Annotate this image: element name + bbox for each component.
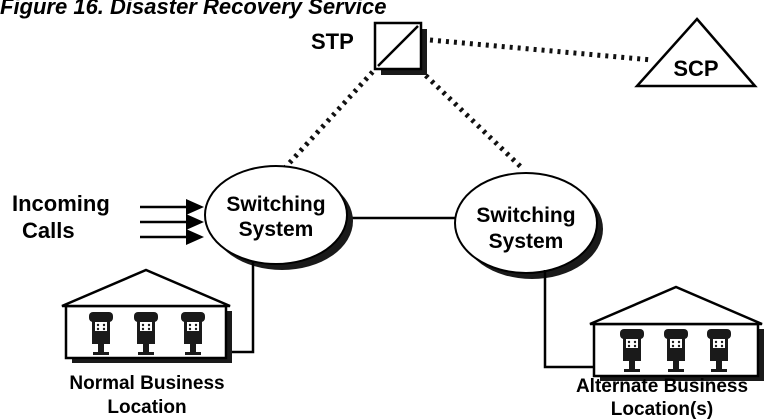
normal-business-building	[61, 268, 232, 363]
signaling-links	[281, 37, 653, 172]
stp-right-switch-link	[418, 68, 524, 170]
stp-left-switch-link	[281, 64, 380, 172]
alternate-location-line2: Location(s)	[611, 399, 713, 420]
switching-system-right	[454, 172, 603, 279]
switch-right-line1: Switching	[476, 204, 575, 227]
normal-location-line2: Location	[107, 397, 186, 418]
switch-left-line2: System	[239, 218, 314, 241]
incoming-call-arrows	[140, 199, 204, 245]
incoming-calls-line1: Incoming	[12, 191, 110, 216]
normal-location-line1: Normal Business	[69, 373, 224, 394]
scp-label: SCP	[673, 56, 718, 81]
stp-node	[373, 21, 427, 75]
incoming-calls-line2: Calls	[22, 218, 75, 243]
stp-label: STP	[311, 29, 354, 54]
alternate-location-access-line	[543, 270, 600, 369]
alternate-business-building	[589, 285, 764, 381]
normal-location-access-line	[222, 262, 255, 354]
alternate-location-line1: Alternate Business	[576, 376, 748, 397]
switching-system-left	[204, 165, 353, 270]
scp-node	[634, 17, 758, 88]
switch-left-line1: Switching	[226, 193, 325, 216]
stp-scp-link	[429, 37, 653, 63]
figure-title: Figure 16. Disaster Recovery Service	[0, 0, 386, 19]
switch-right-line2: System	[489, 230, 564, 253]
